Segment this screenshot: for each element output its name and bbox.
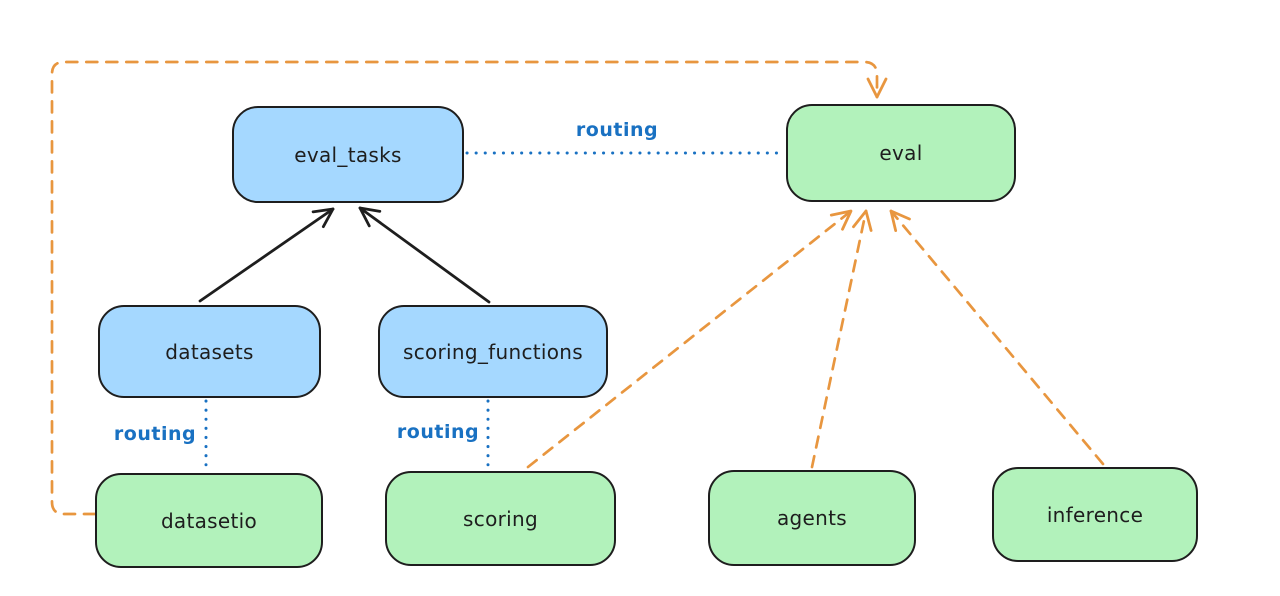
edge-agents-to-eval bbox=[810, 209, 873, 469]
node-inference-label: inference bbox=[1046, 502, 1144, 527]
edge-datasetio-to-eval-loop bbox=[50, 60, 888, 516]
node-agents-label: agents bbox=[777, 506, 847, 530]
edge-inference-to-eval bbox=[889, 209, 1105, 466]
edge-label-routing-eval-tasks-eval: routing bbox=[575, 119, 659, 141]
edge-scoring-to-eval bbox=[526, 209, 853, 469]
node-datasetio-label: datasetio bbox=[160, 508, 258, 533]
node-datasets-label: datasets bbox=[165, 339, 254, 364]
node-inference: inference bbox=[992, 467, 1198, 562]
node-scoring: scoring bbox=[385, 471, 616, 566]
edge-label-routing-datasets-datasetio: routing bbox=[113, 423, 197, 445]
node-eval-tasks: eval_tasks bbox=[232, 106, 464, 203]
node-scoring-functions: scoring_functions bbox=[378, 305, 608, 398]
node-datasets: datasets bbox=[98, 305, 321, 398]
edge-scoring-functions-to-eval-tasks bbox=[358, 206, 491, 304]
node-scoring-label: scoring bbox=[463, 506, 538, 531]
node-agents: agents bbox=[708, 470, 916, 566]
node-scoring-functions-label: scoring_functions bbox=[402, 339, 584, 364]
node-eval-tasks-label: eval_tasks bbox=[294, 142, 402, 167]
edge-label-routing-scoring-functions-scoring: routing bbox=[396, 421, 480, 443]
node-eval: eval bbox=[786, 104, 1016, 202]
node-eval-label: eval bbox=[879, 141, 923, 165]
node-datasetio: datasetio bbox=[95, 473, 323, 568]
edge-datasets-to-eval-tasks bbox=[198, 207, 335, 303]
